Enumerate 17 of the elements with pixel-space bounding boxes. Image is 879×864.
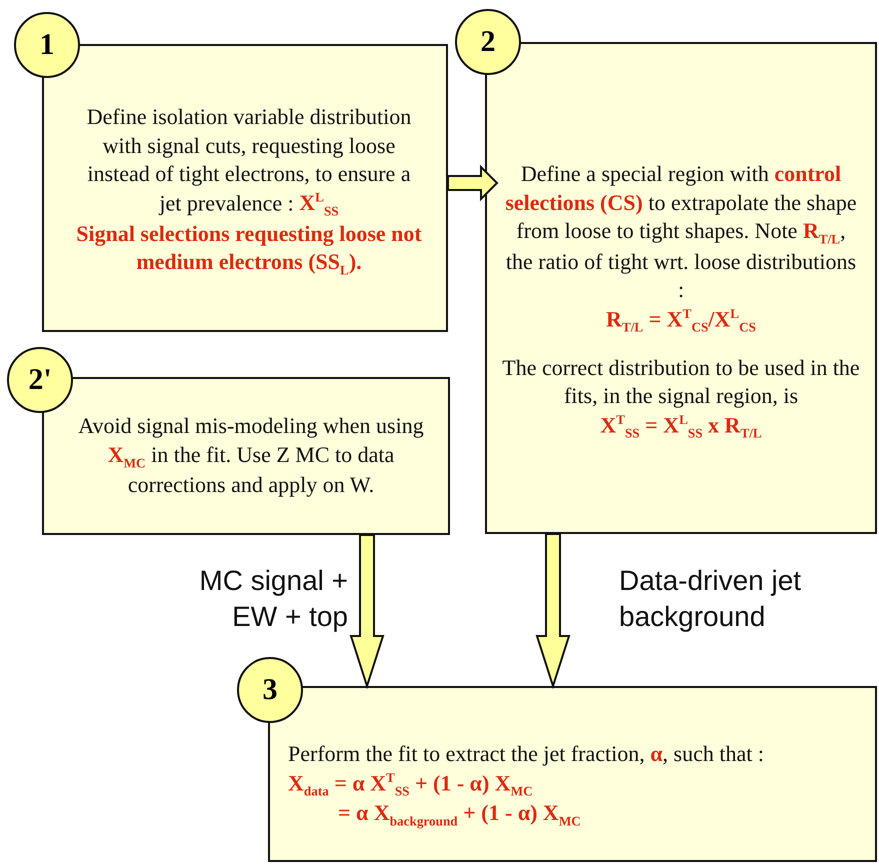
formula-text: Signal selections requesting loose not medium electrons (SS$_{L}$).	[75, 220, 423, 279]
description-text: Avoid signal mis-modeling when using X$_{MC}$ in the fit. Use Z MC to data corrections and apply on W.	[78, 412, 424, 500]
description-text: Perform the fit to extract the jet fraction, α, such that :	[288, 740, 764, 768]
description-text: The correct distribution to be used in the fits, in the signal region, is	[501, 354, 861, 410]
step-number-badge: 2'	[7, 347, 73, 413]
block-arrow	[447, 164, 498, 202]
block-arrow	[536, 533, 570, 690]
edge-label: Data-driven jet background	[619, 564, 802, 634]
formula-text: X$_{data}$ = α X$^{T}$$_{SS}$ + (1 - α) X$_{MC}$	[288, 768, 533, 800]
edge-label: MC signal + EW + top	[198, 564, 348, 634]
block-arrow	[350, 534, 384, 690]
step-number-badge: 2	[455, 9, 521, 75]
formula-text: = α X$_{background}$ + (1 - α) X$_{MC}$	[338, 799, 581, 830]
description-text: Define a special region with control selections (CS) to extrapolate the shape from loose to tight shapes. Note R$_{T/L}$, the ratio of tight wrt. loose distributions :	[504, 160, 858, 304]
step-number-badge: 1	[14, 12, 80, 78]
formula-text: X$^{T}$$_{SS}$ = X$^{L}$$_{SS}$ x R$_{T/L}$	[600, 411, 762, 442]
step-number-badge: 3	[237, 657, 303, 723]
